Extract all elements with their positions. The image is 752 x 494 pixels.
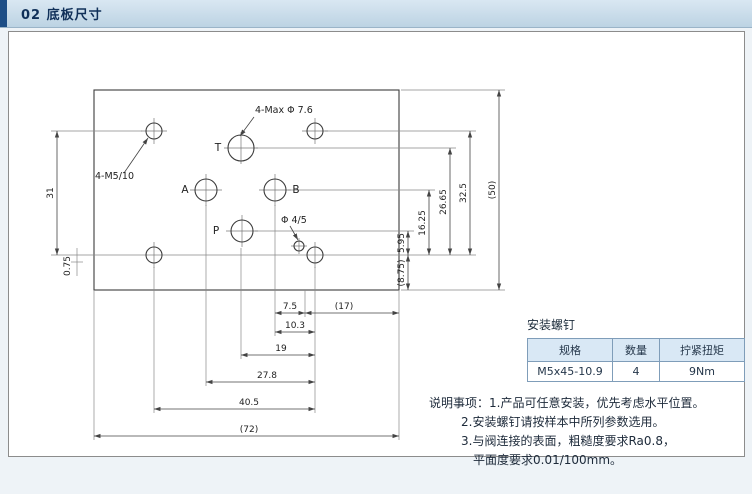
hole-crosshairs [141, 118, 328, 268]
dimension-labels: 31 0.75 5.95 (8.75) 16.25 26.65 32.5 (50… [46, 181, 498, 435]
callout-mount-hole: 4-M5/10 [95, 171, 134, 182]
pilot-hole [293, 240, 305, 252]
drawing-panel: T A B P 4-Max Φ 7.6 4-M5/10 Φ 4/5 31 0.7… [8, 31, 745, 467]
screw-spec-value: M5x45-10.9 [527, 361, 613, 382]
header-accent-bar [0, 0, 7, 27]
extension-lines [51, 89, 505, 440]
port-a-label: A [181, 184, 189, 196]
screw-col-torque: 拧紧扭矩 [659, 338, 745, 362]
notes-prefix: 说明事项： [429, 396, 490, 410]
screw-table-title: 安装螺钉 [527, 318, 576, 332]
dim-075: 0.75 [63, 256, 73, 276]
page-title: 02 底板尺寸 [21, 8, 103, 23]
page-header: 02 底板尺寸 [0, 0, 752, 28]
screw-panel: 安装螺钉 规格 数量 拧紧扭矩 M5x45-10.9 4 9Nm [527, 316, 745, 382]
dim-278: 27.8 [257, 371, 277, 381]
dimension-lines [54, 90, 502, 439]
port-a-hole [194, 178, 218, 202]
notes-block: 说明事项：1.产品可任意安装，优先考虑水平位置。 2.安装螺钉请按样本中所列参数… [429, 394, 749, 470]
dim-405: 40.5 [239, 398, 259, 408]
screw-table: 规格 数量 拧紧扭矩 M5x45-10.9 4 9Nm [527, 338, 745, 382]
dim-2665: 26.65 [439, 189, 449, 215]
port-labels: T A B P [181, 142, 299, 237]
dim-72: (72) [240, 425, 258, 435]
port-holes [194, 134, 305, 252]
dim-50: (50) [488, 181, 498, 199]
dim-19: 19 [275, 344, 287, 354]
port-b-label: B [292, 184, 299, 196]
note-item-4: 平面度要求0.01/100mm。 [473, 453, 623, 467]
dim-595: 5.95 [397, 233, 407, 253]
note-item-3: 3.与阀连接的表面，粗糙度要求Ra0.8， [461, 434, 675, 448]
dim-75: 7.5 [283, 302, 297, 312]
dim-103: 10.3 [285, 321, 305, 331]
screw-qty-value: 4 [612, 361, 660, 382]
note-item-2: 2.安装螺钉请按样本中所列参数选用。 [461, 415, 665, 429]
technical-drawing: T A B P 4-Max Φ 7.6 4-M5/10 Φ 4/5 31 0.7… [46, 89, 505, 440]
screw-torque-value: 9Nm [659, 361, 745, 382]
port-b-hole [263, 178, 287, 202]
note-item-1: 1.产品可任意安装，优先考虑水平位置。 [489, 396, 705, 410]
port-p-hole [230, 219, 254, 243]
dim-31: 31 [46, 187, 56, 198]
port-p-label: P [213, 225, 219, 237]
callout-labels: 4-Max Φ 7.6 4-M5/10 Φ 4/5 [95, 105, 313, 226]
mounting-holes [145, 122, 324, 264]
screw-table-header-row: 规格 数量 拧紧扭矩 [527, 338, 745, 362]
port-t-label: T [214, 142, 222, 154]
leader-lines [123, 116, 299, 241]
dim-875: (8.75) [397, 259, 407, 286]
dim-325: 32.5 [459, 183, 469, 203]
screw-col-spec: 规格 [527, 338, 613, 362]
screw-table-row: M5x45-10.9 4 9Nm [527, 361, 745, 382]
callout-max-hole: 4-Max Φ 7.6 [255, 105, 313, 116]
callout-pilot-hole: Φ 4/5 [281, 215, 307, 226]
note-line-1: 说明事项：1.产品可任意安装，优先考虑水平位置。 [429, 394, 749, 413]
screw-col-qty: 数量 [612, 338, 660, 362]
dim-17: (17) [335, 302, 353, 312]
dim-1625: 16.25 [418, 210, 428, 236]
